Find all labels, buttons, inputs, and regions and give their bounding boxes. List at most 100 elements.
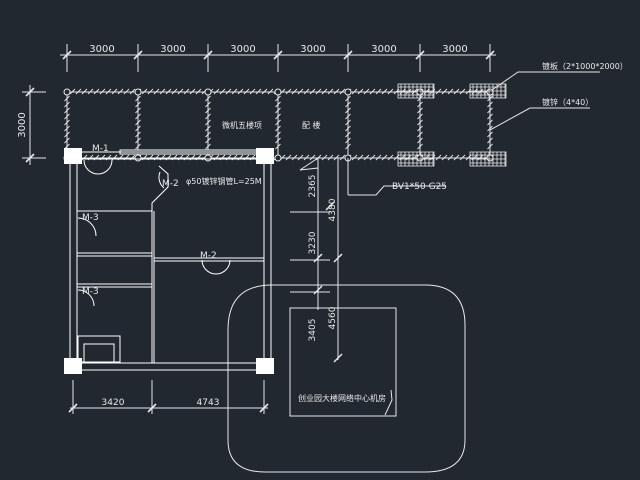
- hatch-tick: [487, 95, 493, 102]
- hatch-tick: [327, 154, 334, 161]
- hatch-tick: [333, 154, 340, 161]
- room-walls: [69, 149, 272, 371]
- bay-label-2: 配 楼: [302, 120, 321, 130]
- hatch-tick: [275, 137, 281, 144]
- hatch-tick: [205, 125, 211, 132]
- hatch-tick: [147, 88, 154, 95]
- hatch-tick: [417, 131, 423, 138]
- grid-node: [416, 154, 424, 162]
- hatch-tick: [135, 95, 141, 102]
- hatch-tick: [345, 107, 351, 114]
- hatch-tick: [165, 88, 172, 95]
- hatch-tick: [285, 88, 292, 95]
- hatch-tick: [291, 88, 298, 95]
- hatch-tick: [275, 101, 281, 108]
- hatch-tick: [363, 88, 370, 95]
- hatch-tick: [64, 131, 70, 138]
- hatch-tick: [64, 95, 70, 102]
- hatch-tick: [135, 137, 141, 144]
- grid-node: [274, 88, 282, 96]
- top-dim-2: 3000: [160, 44, 185, 55]
- hatch-tick: [135, 131, 141, 138]
- ground-plate-note: 镀板（2*1000*2000）: [542, 61, 628, 71]
- vdim-4: 3405: [308, 319, 318, 342]
- top-dim-3: 3000: [230, 44, 255, 55]
- hatch-tick: [447, 154, 454, 161]
- hatch-tick: [153, 88, 160, 95]
- door-label-m2b: M-2: [200, 251, 217, 261]
- pipe-note: φ50镀锌钢管L=25M: [186, 176, 262, 186]
- hatch-tick: [441, 154, 448, 161]
- hatch-tick: [87, 88, 94, 95]
- hatch-tick: [435, 88, 442, 95]
- door-swings: [77, 159, 231, 307]
- hatch-tick: [297, 88, 304, 95]
- grid-node: [134, 88, 142, 96]
- hatch-tick: [453, 154, 460, 161]
- hatch-tick: [459, 88, 466, 95]
- hatch-tick: [111, 88, 118, 95]
- hatch-tick: [225, 88, 232, 95]
- hatch-tick: [275, 95, 281, 102]
- hatch-tick: [303, 154, 310, 161]
- hatch-tick: [351, 88, 358, 95]
- hatch-tick: [417, 113, 423, 120]
- hatch-tick: [64, 137, 70, 144]
- left-dim: 3000: [17, 112, 28, 137]
- bottom-dim-2: 4743: [197, 398, 220, 408]
- hatch-tick: [93, 88, 100, 95]
- hatch-tick: [487, 137, 493, 144]
- top-dimension-chain: [60, 44, 496, 72]
- vdim-2: 4380: [328, 198, 338, 221]
- hatch-tick: [129, 88, 136, 95]
- hatch-tick: [487, 119, 493, 126]
- hatch-tick: [275, 119, 281, 126]
- hatch-tick: [123, 88, 130, 95]
- building-label: 创业园大楼网络中心机房: [298, 393, 386, 403]
- hatch-tick: [64, 101, 70, 108]
- hatch-tick: [303, 88, 310, 95]
- hatch-tick: [249, 88, 256, 95]
- hatch-tick: [275, 113, 281, 120]
- hatch-tick: [243, 88, 250, 95]
- hatch-tick: [275, 125, 281, 132]
- hatch-tick: [417, 101, 423, 108]
- hatch-tick: [369, 154, 376, 161]
- hatch-tick: [81, 88, 88, 95]
- hatch-tick: [261, 88, 268, 95]
- hatch-tick: [321, 154, 328, 161]
- bottom-dimension-chain: [68, 380, 269, 414]
- hatch-tick: [345, 137, 351, 144]
- hatch-tick: [487, 101, 493, 108]
- cable-route: [290, 157, 446, 363]
- hatch-tick: [135, 101, 141, 108]
- vdim-1: 2365: [308, 175, 318, 198]
- hatch-tick: [369, 88, 376, 95]
- hatch-tick: [309, 154, 316, 161]
- hatch-tick: [381, 154, 388, 161]
- left-dimension: [22, 85, 46, 165]
- top-dim-6: 3000: [442, 44, 467, 55]
- hatch-tick: [321, 88, 328, 95]
- hatch-tick: [135, 143, 141, 150]
- hatch-tick: [205, 131, 211, 138]
- hatch-tick: [417, 137, 423, 144]
- vdim-3: 3230: [308, 231, 318, 254]
- hatch-tick: [487, 125, 493, 132]
- hatch-tick: [205, 119, 211, 126]
- hatch-tick: [375, 88, 382, 95]
- hatch-tick: [219, 88, 226, 95]
- hatch-tick: [205, 101, 211, 108]
- hatch-tick: [135, 113, 141, 120]
- hatch-tick: [213, 88, 220, 95]
- building-outline: [227, 284, 466, 473]
- hatch-tick: [205, 143, 211, 150]
- hatch-tick: [285, 154, 292, 161]
- hatch-tick: [345, 119, 351, 126]
- hatch-tick: [357, 154, 364, 161]
- hatch-tick: [487, 143, 493, 150]
- hatch-tick: [487, 131, 493, 138]
- hatch-tick: [363, 154, 370, 161]
- hatch-tick: [231, 88, 238, 95]
- hatch-tick: [309, 88, 316, 95]
